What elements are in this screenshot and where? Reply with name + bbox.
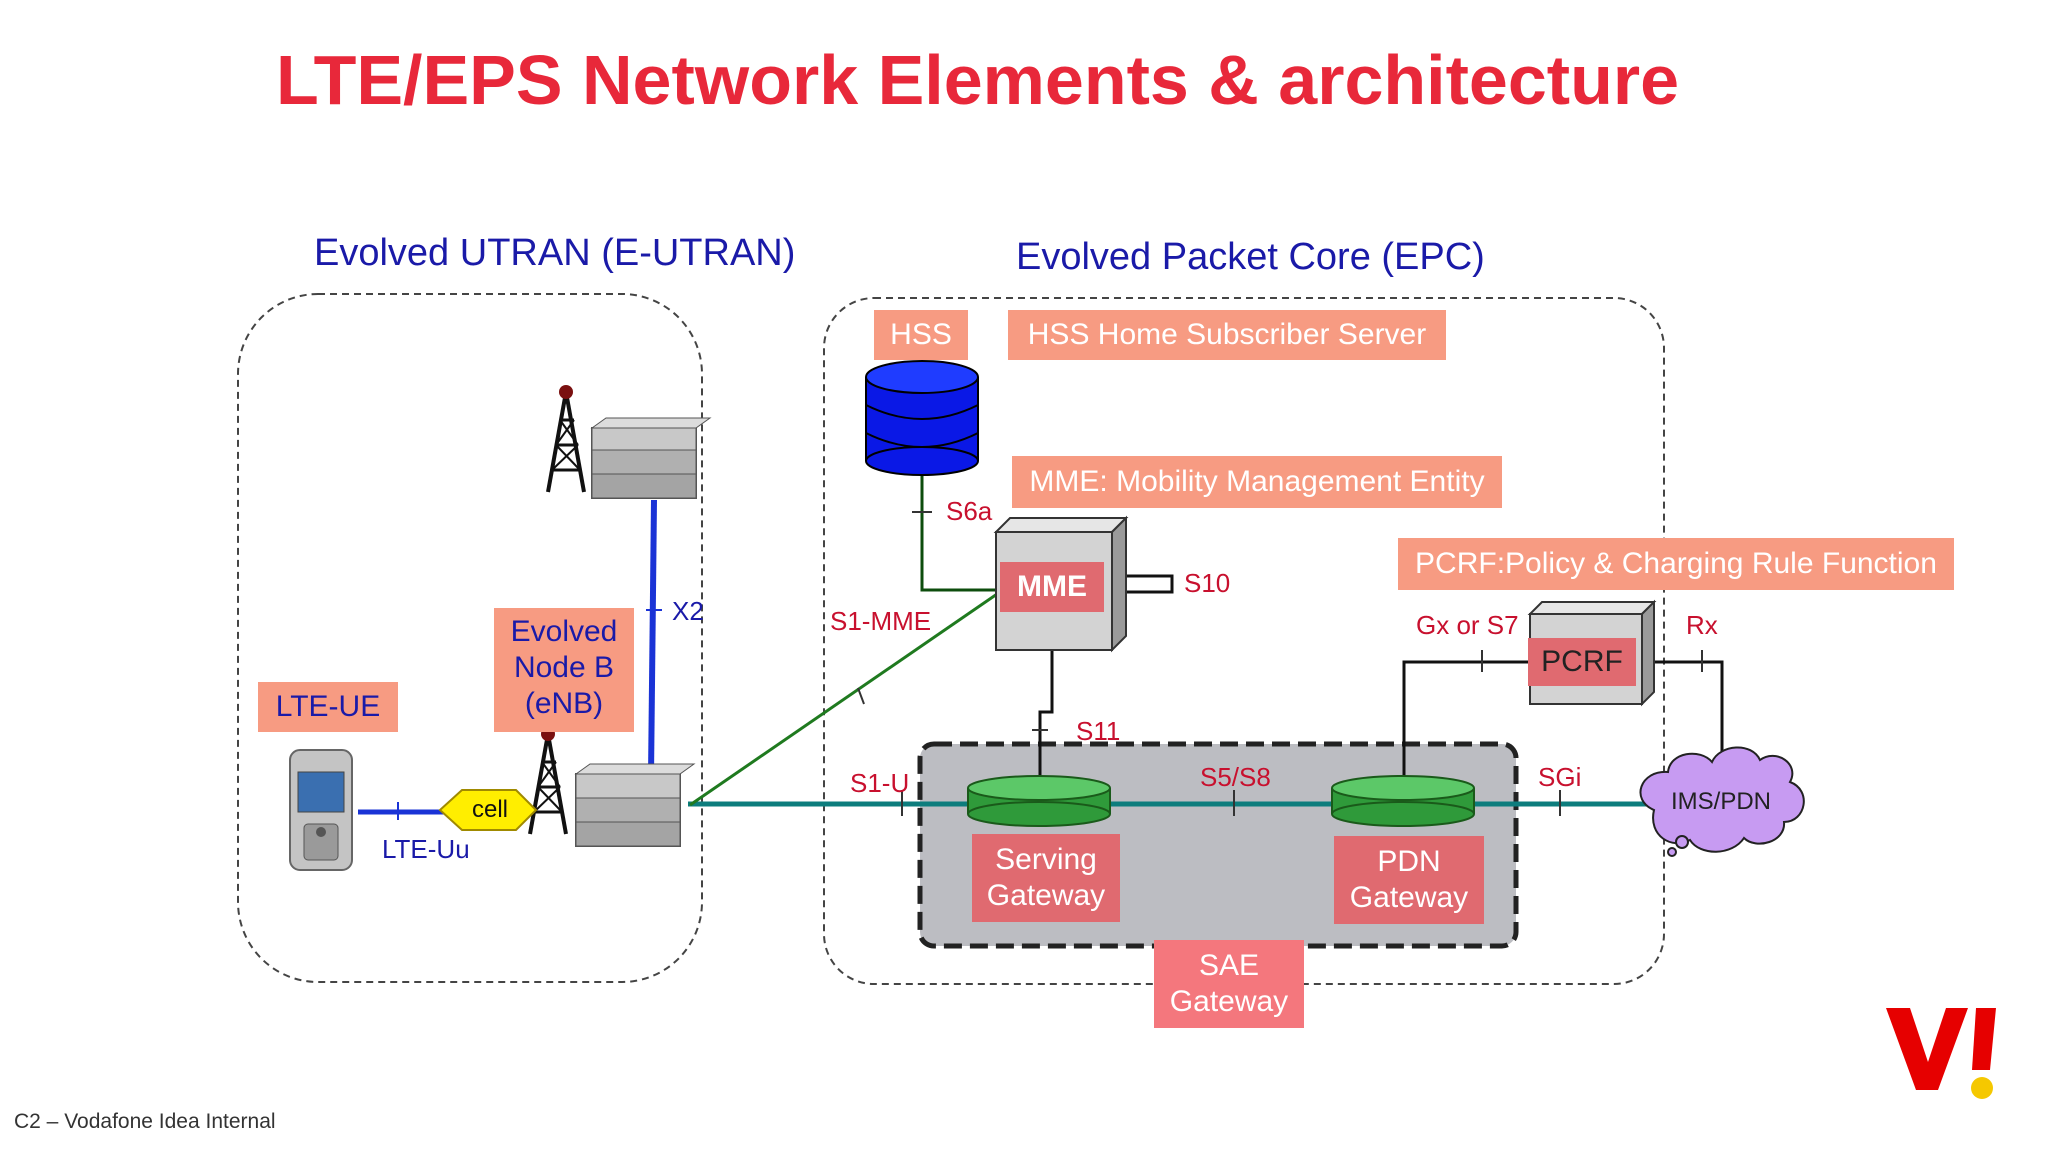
sgi-label: SGi: [1538, 762, 1582, 792]
pdn-gateway-line2: Gateway: [1349, 881, 1469, 914]
pcrf-description: PCRF:Policy & Charging Rule Function: [1398, 538, 1954, 590]
s10-label: S10: [1184, 568, 1231, 598]
hss-database-icon: [865, 360, 979, 476]
s1-mme-tick: [857, 687, 865, 705]
vi-logo: VI: [1886, 1008, 1996, 1092]
s1-mme-label: S1-MME: [830, 606, 932, 636]
gx-label: Gx or S7: [1416, 610, 1519, 640]
enb-equipment-icon: [574, 763, 696, 847]
enb-label-line2: Node B: [513, 651, 615, 684]
s1-mme-link: [689, 590, 1001, 807]
serving-gateway-label: Serving Gateway: [972, 834, 1120, 922]
gx-link: [1402, 660, 1536, 786]
mobile-phone-icon: [289, 749, 353, 871]
s10-link: [1126, 574, 1174, 594]
eutran-label: Evolved UTRAN (E-UTRAN): [314, 232, 796, 274]
enb-label-line1: Evolved: [510, 615, 618, 648]
footer-classification: C2 – Vodafone Idea Internal: [14, 1110, 276, 1133]
sae-gateway-line2: Gateway: [1169, 985, 1289, 1018]
enb-label: Evolved Node B (eNB): [494, 608, 634, 732]
serving-gateway-line1: Serving: [995, 843, 1097, 876]
cell-label: cell: [471, 796, 508, 823]
eutran-region: [237, 293, 703, 983]
mme-label: MME: [1000, 562, 1104, 612]
x2-link: [648, 499, 657, 777]
hss-label: HSS: [874, 310, 968, 360]
vi-logo-icon: [1886, 1008, 1996, 1099]
epc-label: Evolved Packet Core (EPC): [1016, 236, 1485, 278]
mme-description: MME: Mobility Management Entity: [1012, 456, 1502, 508]
pcrf-label: PCRF: [1528, 638, 1636, 686]
cell-tower-icon: [546, 385, 586, 493]
pdn-gateway-label: PDN Gateway: [1334, 836, 1484, 924]
sae-gateway-label: SAE Gateway: [1154, 940, 1304, 1028]
serving-gateway-line2: Gateway: [986, 879, 1106, 912]
hss-description: HSS Home Subscriber Server: [1008, 310, 1446, 360]
s11-link: [1038, 650, 1054, 786]
page-title: LTE/EPS Network Elements & architecture: [276, 41, 1680, 119]
sae-gateway-line1: SAE: [1198, 949, 1260, 982]
ims-pdn-label: IMS/PDN: [1670, 788, 1771, 815]
enb-label-line3: (eNB): [524, 687, 604, 720]
s11-label: S11: [1076, 716, 1121, 746]
cell-tower-icon: [528, 727, 568, 835]
rx-link: [1636, 660, 1724, 760]
s6a-label: S6a: [946, 496, 993, 526]
x2-label: X2: [672, 596, 704, 626]
cell-hexagon-icon: [438, 789, 538, 831]
ims-pdn-cloud-icon: [1639, 746, 1805, 857]
pdn-gateway-icon: [1331, 775, 1475, 827]
enb-equipment-icon: [590, 417, 712, 499]
rx-label: Rx: [1686, 610, 1718, 640]
s5-s8-label: S5/S8: [1200, 762, 1271, 792]
pdn-gateway-line1: PDN: [1377, 845, 1441, 878]
serving-gateway-icon: [967, 775, 1111, 827]
s6a-link: [920, 468, 1000, 592]
s1-u-label: S1-U: [850, 768, 910, 798]
lte-uu-label: LTE-Uu: [382, 834, 470, 864]
lte-ue-label: LTE-UE: [258, 682, 398, 732]
